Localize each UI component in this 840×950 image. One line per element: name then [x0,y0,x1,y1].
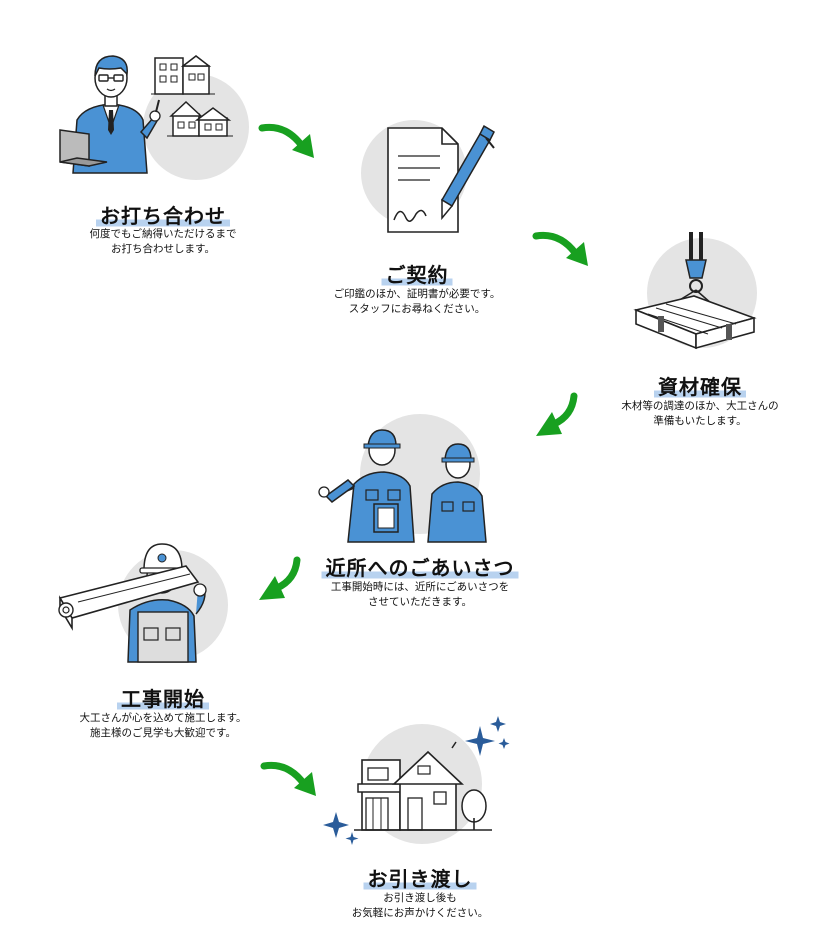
sparkle-icon [323,812,359,845]
crane-lumber-icon [633,232,757,350]
consultation-illustration [59,55,233,174]
step-3-desc: 木材等の調達のほか、大工さんの 準備もいたします。 [621,400,779,427]
contract-pen-icon [387,124,495,233]
flow-arrow-1 [258,123,314,158]
flow-arrow-2 [532,231,588,266]
step-6-title: お引き渡し [363,863,477,892]
step-6-desc: お引き渡し後も お気軽にお声かけください。 [351,892,489,919]
step-3-title: 資材確保 [654,371,746,400]
step-1-desc: 何度でもご納得いただけるまで お打ち合わせします。 [89,228,237,255]
flow-arrow-4 [259,556,301,600]
step-4-desc: 工事開始時には、近所にごあいさつを させていただきます。 [330,581,510,608]
step-5-desc: 大工さんが心を込めて施工します。 施主様のご見学も大歓迎です。 [79,712,247,739]
carpenter-illustration [58,543,207,663]
step-2-title: ご契約 [381,259,453,288]
step-1-title: お打ち合わせ [96,200,230,229]
step-4-title: 近所へのごあいさつ [321,552,519,581]
step-2-desc: ご印鑑のほか、証明書が必要です。 スタッフにお尋ねください。 [333,288,501,315]
flow-arrow-3 [536,392,578,436]
sparkle-icon [465,716,510,756]
flow-arrow-5 [260,761,316,796]
step-5-title: 工事開始 [117,683,209,712]
greeting-workers-illustration [318,429,487,543]
house-icon [354,741,492,831]
